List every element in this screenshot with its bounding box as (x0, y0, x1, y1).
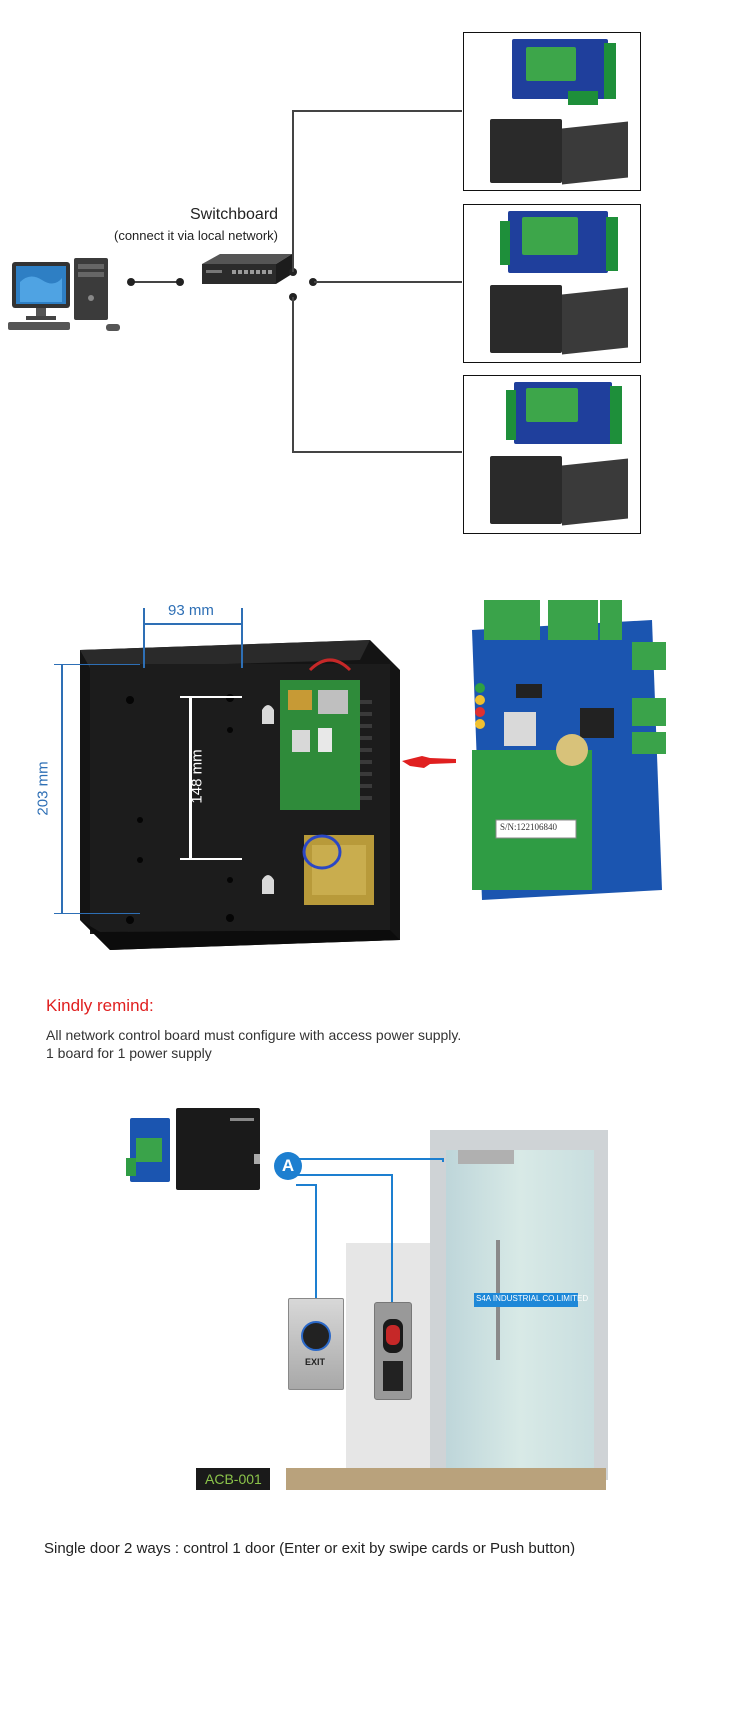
floor (286, 1468, 606, 1490)
width-dimension-tick (143, 608, 145, 668)
wire-reader-drop (391, 1174, 393, 1392)
power-supply-enclosure (60, 620, 410, 950)
wire-bottom-branch (292, 451, 462, 453)
wire-to-button (296, 1184, 316, 1186)
model-badge: ACB-001 (196, 1468, 270, 1490)
wire-top-branch (292, 110, 462, 112)
network-control-board: S/N:122106840 (462, 600, 682, 900)
company-label: S4A INDUSTRIAL CO.LIMITED (476, 1294, 589, 1303)
switch-link-node (176, 278, 184, 286)
exit-sensor-ring (301, 1321, 331, 1351)
remind-line-1: All network control board must configure… (46, 1027, 462, 1043)
power-enclosure-image (490, 285, 562, 353)
enclosure-door (562, 287, 628, 355)
model-badge-label: ACB-001 (205, 1471, 262, 1487)
power-enclosure-image (490, 456, 562, 524)
wire-to-lock (296, 1158, 444, 1160)
terminal-block (506, 390, 516, 440)
wire-down (292, 297, 294, 452)
controller-panel-3 (463, 375, 641, 534)
terminal-block (604, 43, 616, 99)
wire-to-reader (296, 1174, 392, 1176)
inner-dimension-label: 148 mm (188, 749, 206, 804)
remind-line-2: 1 board for 1 power supply (46, 1045, 212, 1061)
power-enclosure-thumbnail (176, 1108, 260, 1190)
fingerprint-reader (374, 1302, 412, 1400)
terminal-block (606, 217, 618, 271)
enclosure-door (562, 458, 628, 526)
width-dimension-line (143, 623, 242, 625)
wire-mid-branch (314, 281, 462, 283)
company-strip (474, 1293, 578, 1307)
switchboard-subtitle: (connect it via local network) (114, 228, 279, 243)
glass-door (446, 1150, 594, 1470)
pc-link-node (127, 278, 135, 286)
remind-title: Kindly remind: (46, 996, 154, 1015)
wire-lock-drop (442, 1158, 444, 1162)
switchboard-device (198, 250, 294, 290)
terminal-block (500, 221, 510, 265)
wiring-marker: A (274, 1152, 302, 1180)
board-module (526, 388, 578, 422)
pointing-hand-icon (400, 750, 458, 772)
switch-port-node-mid (309, 278, 317, 286)
height-dimension-tick (54, 913, 140, 914)
height-dimension-label: 203 mm (34, 761, 52, 816)
wire-up (292, 110, 294, 272)
serial-number-label: S/N:122106840 (500, 822, 558, 832)
height-dimension-tick (54, 664, 140, 665)
network-diagram: Switchboard (connect it via local networ… (0, 0, 750, 590)
controller-panel-1 (463, 32, 641, 191)
control-board-thumbnail (126, 1118, 170, 1182)
power-enclosure-image (490, 119, 562, 183)
controller-panel-2 (463, 204, 641, 363)
terminal-block (568, 91, 598, 105)
exit-label: EXIT (305, 1357, 326, 1367)
width-dimension-tick (241, 608, 243, 668)
door-caption: Single door 2 ways : control 1 door (Ent… (44, 1540, 576, 1557)
height-dimension-line (61, 664, 63, 914)
dimensions-section: 93 mm 203 mm 148 mm (0, 590, 750, 980)
enclosure-door (562, 121, 628, 185)
door-installation-diagram: S4A INDUSTRIAL CO.LIMITED A EXIT ACB-001 (0, 1090, 750, 1510)
terminal-block (610, 386, 622, 444)
switch-port-node-top (289, 268, 297, 276)
width-dimension-label: 93 mm (168, 602, 214, 619)
pc-link-wire (132, 281, 180, 283)
inner-dimension-line (189, 696, 192, 860)
wiring-marker-letter: A (281, 1156, 295, 1175)
wire-button-drop (315, 1184, 317, 1384)
inner-dimension-tick (180, 858, 242, 860)
board-module (522, 217, 578, 255)
board-module (526, 47, 576, 81)
electric-lock (458, 1150, 514, 1164)
computer-icon (8, 258, 126, 334)
exit-button-device: EXIT (288, 1298, 344, 1390)
inner-dimension-tick (180, 696, 242, 698)
switchboard-title: Switchboard (190, 206, 279, 223)
